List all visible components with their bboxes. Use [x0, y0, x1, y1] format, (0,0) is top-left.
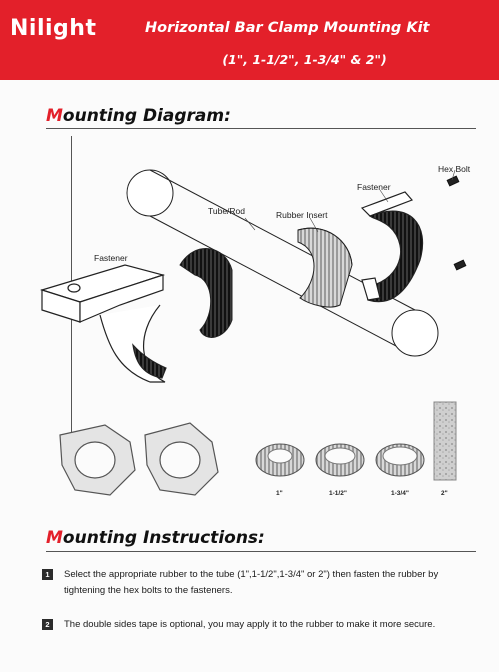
label-leaders [244, 169, 456, 233]
brand-logo: Nilight [10, 16, 97, 41]
step-text: The double sides tape is optional, you m… [64, 619, 436, 630]
size-label-1: 1" [276, 490, 283, 497]
label-hex-bolt: Hex Bolt [438, 164, 471, 174]
size-label-2: 1-1/2" [329, 490, 347, 497]
step-number-badge: 2 [42, 619, 53, 630]
label-fastener-right: Fastener [357, 182, 391, 192]
instructions-heading: Mounting Instructions: [46, 528, 265, 548]
header-banner: Nilight Horizontal Bar Clamp Mounting Ki… [0, 0, 499, 80]
instruction-step: 1 Select the appropriate rubber to the t… [42, 567, 482, 599]
right-fastener [360, 191, 424, 303]
rubber-strip-2in [433, 401, 457, 481]
diagram-divider [46, 128, 476, 129]
rubber-insert-black [179, 248, 233, 338]
rubber-ring-1in [255, 443, 305, 477]
diagram-heading: Mounting Diagram: [46, 106, 231, 126]
instructions-heading-text: ounting Instructions: [62, 528, 265, 548]
step-number-badge: 1 [42, 569, 53, 580]
diagram-heading-initial: M [46, 106, 63, 126]
size-label-4: 2" [441, 490, 448, 497]
label-fastener-left: Fastener [94, 253, 128, 263]
rubber-ring-1-3-4in [375, 443, 425, 477]
left-fastener [39, 264, 167, 383]
instructions-divider [46, 551, 476, 552]
clamp-photo-1 [59, 424, 136, 496]
hex-bolt-icon [446, 175, 467, 271]
instruction-step: 2 The double sides tape is optional, you… [42, 617, 482, 633]
step-text: Select the appropriate rubber to the tub… [64, 569, 439, 596]
rubber-insert [297, 227, 353, 308]
label-tube-rod: Tube/Rod [208, 206, 246, 216]
rubber-ring-1-1-2in [315, 443, 365, 477]
size-label-3: 1-3/4" [391, 490, 409, 497]
label-rubber-insert: Rubber Insert [276, 210, 328, 220]
diagram-heading-text: ounting Diagram: [62, 106, 231, 126]
mounting-diagram-illustration [39, 169, 467, 496]
tube-rod [126, 169, 439, 357]
clamp-photo-2 [144, 422, 219, 496]
instructions-heading-initial: M [46, 528, 63, 548]
product-sizes: (1", 1-1/2", 1-3/4" & 2") [222, 52, 387, 67]
product-title: Horizontal Bar Clamp Mounting Kit [145, 20, 430, 36]
